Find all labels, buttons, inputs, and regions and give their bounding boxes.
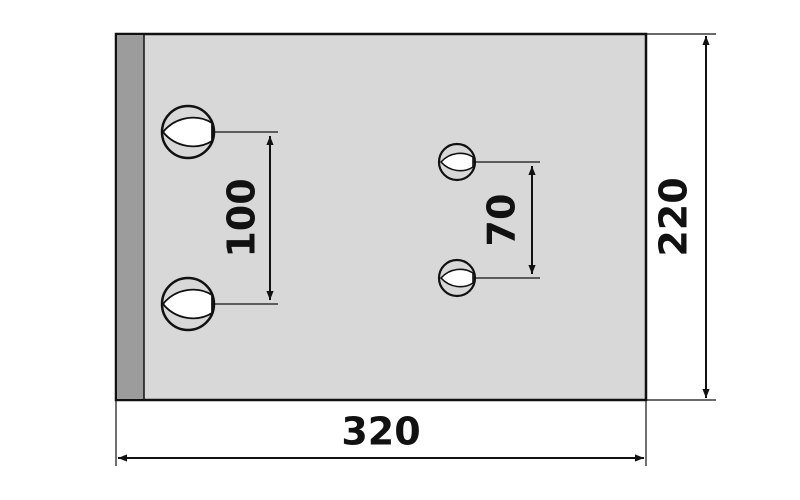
dim-label-220: 220	[652, 177, 696, 256]
plate-edge-strip	[117, 35, 144, 399]
small-hole-bottom	[437, 258, 540, 298]
dim-label-70: 70	[480, 194, 524, 247]
small-hole-top	[437, 142, 540, 182]
large-hole-top	[160, 104, 278, 160]
large-hole-bottom	[160, 276, 278, 332]
dim-label-100: 100	[220, 178, 264, 257]
plate	[114, 32, 648, 402]
dim-label-320: 320	[341, 410, 420, 454]
